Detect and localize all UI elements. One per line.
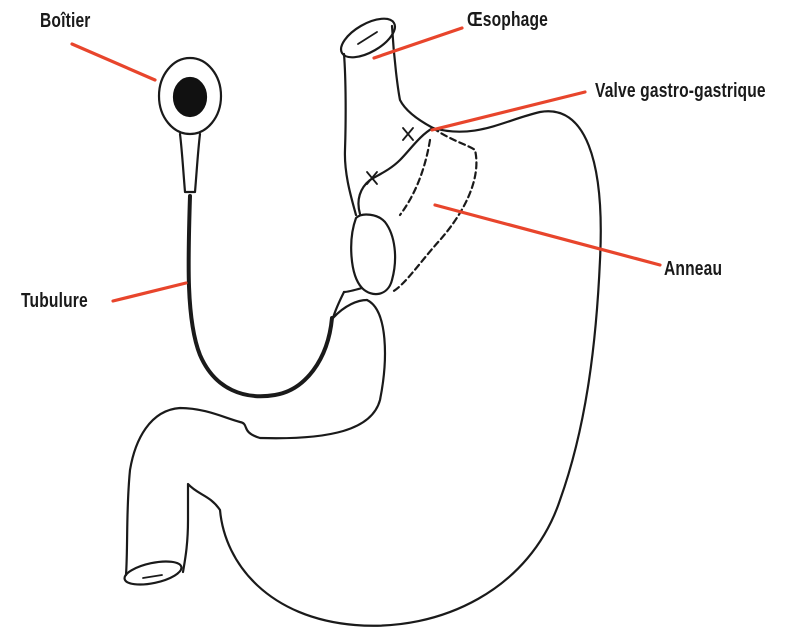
port-neck <box>180 134 200 192</box>
duodenum-opening <box>123 557 184 589</box>
band-joint <box>333 292 367 318</box>
band-lower-lip <box>344 288 362 292</box>
duodenum-opening-detail <box>143 575 162 578</box>
label-valve: Valve gastro-gastrique <box>595 80 766 103</box>
port-septum <box>174 78 206 116</box>
label-oesophage: Œsophage <box>467 9 548 32</box>
label-tubulure: Tubulure <box>21 290 88 313</box>
leader-tubulure <box>113 283 186 301</box>
tubing <box>189 196 332 396</box>
leader-lines <box>72 28 660 301</box>
band-front <box>351 215 395 295</box>
stomach-outline <box>183 111 601 626</box>
leader-oesophage <box>374 28 462 58</box>
lesser-curvature <box>126 300 385 575</box>
leader-valve <box>432 92 585 130</box>
leader-anneau <box>435 205 660 265</box>
band-dashed-inner <box>400 140 430 215</box>
oesophagus-left-wall <box>344 54 356 215</box>
label-anneau: Anneau <box>664 258 722 281</box>
leader-boitier <box>72 44 155 80</box>
stitch-mark-1 <box>403 128 413 140</box>
oesophagus-opening-detail <box>358 32 377 44</box>
label-boitier: Boîtier <box>40 10 91 33</box>
